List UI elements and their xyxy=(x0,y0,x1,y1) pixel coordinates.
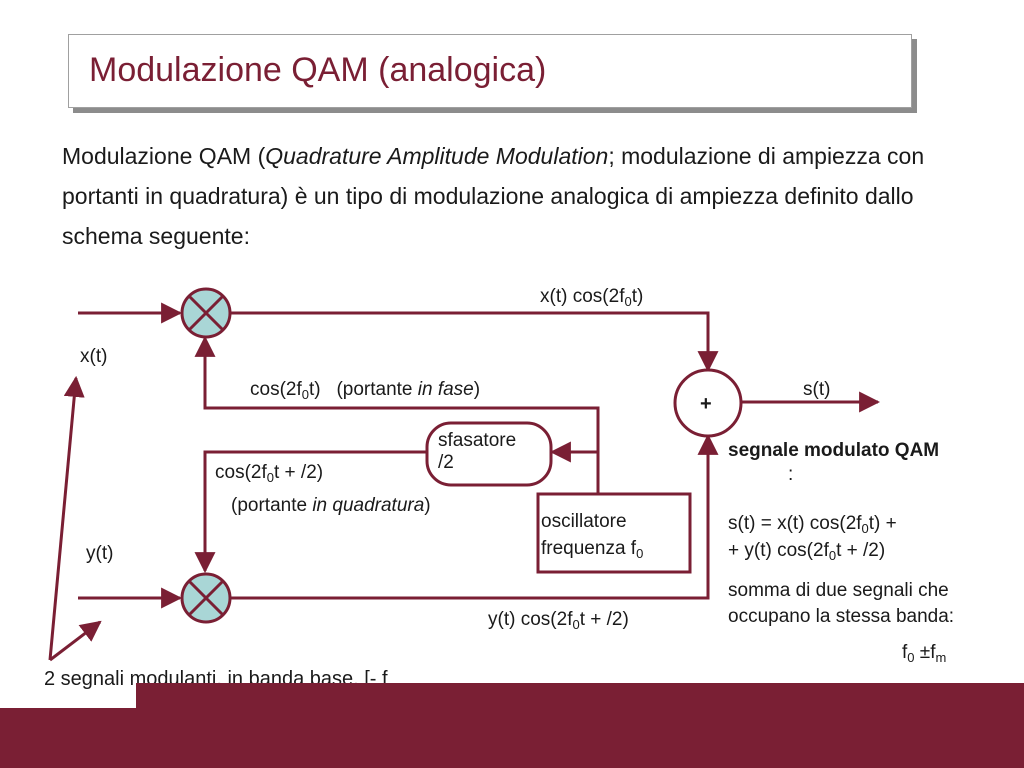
in-phase-carrier-label: cos(2f0t) (portante in fase) xyxy=(250,379,481,402)
adder-node xyxy=(673,368,743,438)
adder-plus-sign: + xyxy=(700,393,712,415)
footer-bar-left xyxy=(0,708,136,768)
s-output-label: s(t) xyxy=(803,379,831,400)
footer-bar-right xyxy=(136,683,1024,768)
formula-line-1: s(t) = x(t) cos(2f0t) + xyxy=(728,513,897,536)
top-output-label: x(t) cos(2f0t) xyxy=(540,286,644,309)
intro-post: ; modulazione di ampiezza con portanti i… xyxy=(62,143,925,249)
sum-description: somma di due segnali che occupano la ste… xyxy=(728,580,955,627)
intro-pre: Modulazione QAM ( xyxy=(62,143,266,169)
quadrature-carrier-wire xyxy=(194,450,427,574)
note-arrow-y xyxy=(49,620,102,662)
top-multiplier xyxy=(180,287,232,339)
heading-colon: : xyxy=(788,464,794,485)
bottom-branch-wire xyxy=(231,433,719,600)
quadrature-carrier-label: cos(2f0t + /2) xyxy=(215,462,324,485)
phase-shifter-box xyxy=(425,421,553,487)
formula-line-2: + y(t) cos(2f0t + /2) xyxy=(728,540,886,563)
title-box: Modulazione QAM (analogica) xyxy=(68,34,912,108)
quadrature-carrier-note: (portante in quadratura) xyxy=(231,495,431,516)
top-branch-wire xyxy=(231,311,719,373)
modulated-signal-heading: segnale modulato QAM xyxy=(728,440,940,461)
bottom-output-label: y(t) cos(2f0t + /2) xyxy=(488,609,629,632)
phase-shifter-label: sfasatore/2 xyxy=(438,430,517,473)
bottom-multiplier xyxy=(180,572,232,624)
note-arrow-x xyxy=(48,375,85,661)
intro-italic: Quadrature Amplitude Modulation xyxy=(265,143,609,169)
slide-title: Modulazione QAM (analogica) xyxy=(89,51,547,89)
x-input-label: x(t) xyxy=(80,346,108,367)
oscillator-box xyxy=(536,492,692,574)
y-input-label: y(t) xyxy=(86,543,114,564)
intro-paragraph: Modulazione QAM (Quadrature Amplitude Mo… xyxy=(62,136,982,256)
band-formula: f0 ±fm xyxy=(902,642,947,665)
